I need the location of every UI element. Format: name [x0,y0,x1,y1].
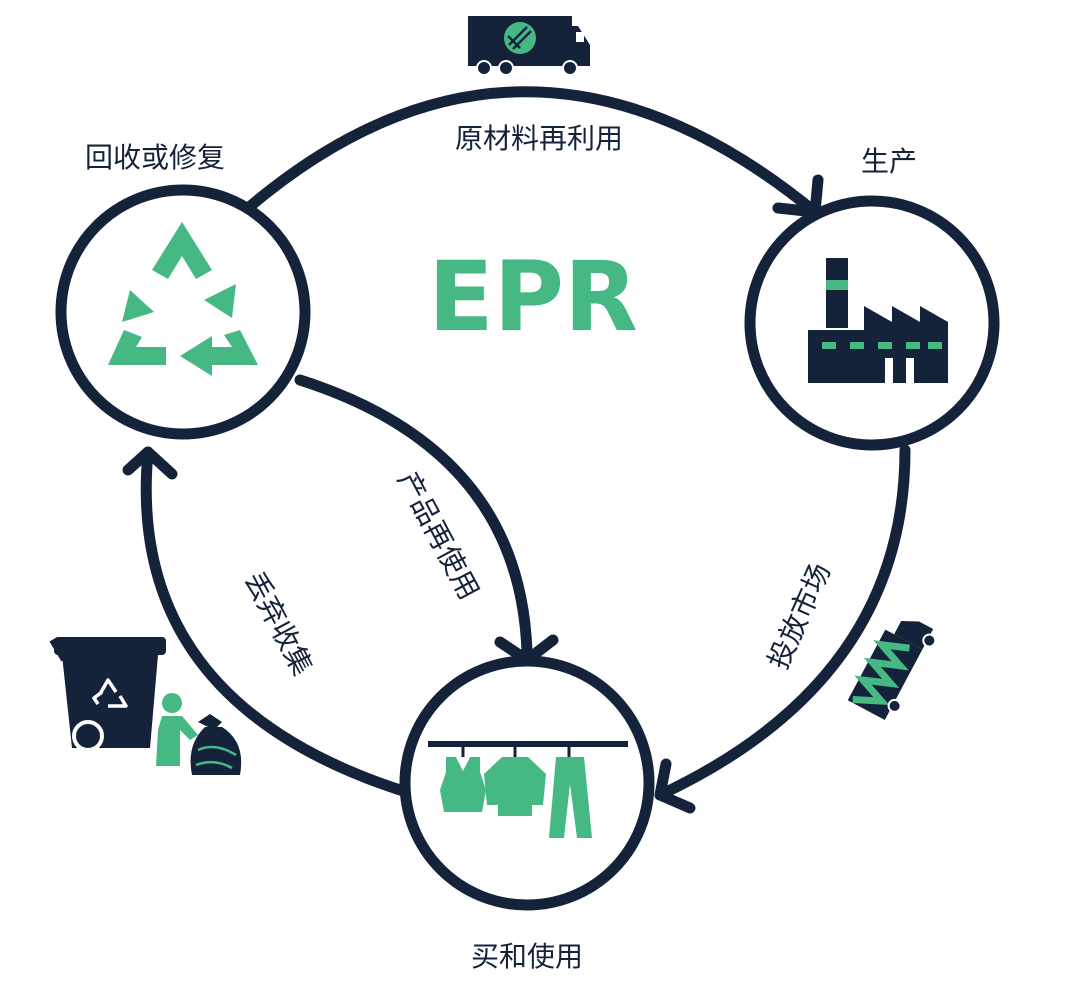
arrowhead-recycle-left [122,446,178,480]
garbage-truck-icon [847,621,937,720]
arrow-reuse [294,374,533,658]
delivery-truck-icon [468,16,590,76]
recycle-node-label: 回收或修复 [85,141,225,174]
production-node-label: 生产 [861,145,917,178]
use-node-label: 买和使用 [471,940,583,973]
arrow-market [654,444,911,801]
recycle-node-circle [55,184,311,440]
arrow-raw-material [234,86,821,221]
market-edge-label: 投放市场 [761,558,837,674]
arrow-discard [140,446,406,796]
center-title: EPR [428,241,638,353]
recycling-bin-icon [49,637,166,752]
raw-material-edge-label: 原材料再利用 [455,122,623,155]
person-with-trash-bag-icon [156,693,242,775]
clothing-icon [428,741,628,838]
discard-edge-label: 丢弃收集 [238,566,320,680]
cycle-arrows [140,86,911,801]
recycle-icon [108,222,258,376]
factory-icon [808,258,948,383]
arrowhead-use-right [654,758,696,814]
